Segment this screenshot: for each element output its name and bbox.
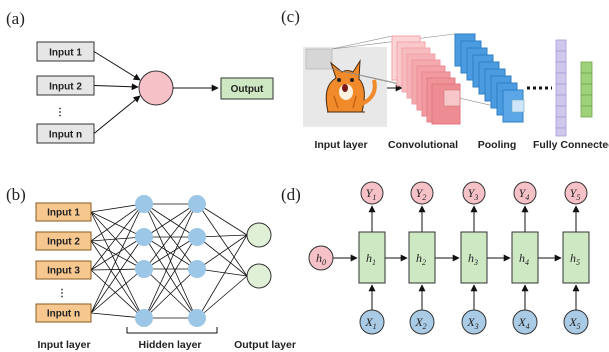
d-step-3: Y3 h3 X3	[460, 181, 488, 335]
a-input-label-n: Input n	[49, 130, 82, 141]
d-x1-node	[359, 309, 385, 335]
b-input-label-1: Input 1	[47, 208, 80, 219]
a-input-label-1: Input 1	[49, 48, 82, 59]
b-input-box-3	[35, 260, 92, 280]
b-input-label-3: Input 3	[47, 266, 80, 277]
d-step-1: Y1 h1 X1	[358, 181, 386, 335]
d-y2-label: Y2	[416, 186, 427, 202]
b-input-box-n	[35, 303, 92, 323]
c-pool-stack	[454, 33, 525, 123]
b-ellipsis: ⋮	[57, 288, 67, 299]
d-y4-node	[513, 181, 537, 205]
d-h5-cell	[562, 231, 590, 284]
a-output-label: Output	[231, 84, 264, 95]
d-h1-cell	[358, 231, 386, 284]
panel-d: (d) h0 Y1 h1 X1 Y2 h2	[281, 181, 590, 335]
c-fc-column-1	[555, 39, 567, 137]
b-hidden-bracket	[126, 327, 218, 334]
c-pool-label: Pooling	[478, 139, 517, 151]
d-x4-label: X4	[517, 315, 529, 331]
b-hidden2-node-3	[188, 260, 206, 278]
d-x5-label: X5	[568, 315, 580, 331]
d-x3-node	[461, 309, 487, 335]
b-input-box-1	[35, 202, 92, 222]
b-hidden1-node-4	[135, 309, 153, 327]
b-hidden1-node-1	[135, 195, 153, 213]
b-input-label-n: Input n	[47, 309, 80, 320]
d-x4-node	[512, 309, 538, 335]
b-input-label-2: Input 2	[47, 237, 80, 248]
b-hidden2-node-4	[188, 309, 206, 327]
d-h3-cell	[460, 231, 488, 284]
d-h0-label: h0	[316, 251, 326, 267]
b-hidden1-node-3	[135, 260, 153, 278]
panel-c: (c)	[281, 7, 609, 151]
a-edge-n	[93, 95, 141, 134]
panel-a-label: (a)	[6, 9, 25, 28]
d-h4-cell	[511, 231, 539, 284]
b-input-layer-label: Input layer	[37, 339, 90, 351]
a-input-label-2: Input 2	[49, 82, 82, 93]
d-y1-label: Y1	[366, 186, 377, 202]
panel-d-label: (d)	[281, 185, 301, 204]
b-edges-hidden2-output	[197, 203, 248, 319]
d-y3-node	[462, 181, 486, 205]
b-hidden2-node-1	[188, 195, 206, 213]
d-y3-label: Y3	[468, 186, 479, 202]
d-y5-node	[564, 181, 588, 205]
d-step-4: Y4 h4 X4	[511, 181, 539, 335]
d-step-2: Y2 h2 X2	[408, 181, 436, 335]
d-x1-label: X1	[364, 315, 376, 331]
d-x5-node	[563, 309, 589, 335]
a-edge-2	[93, 83, 139, 91]
d-y4-label: Y4	[519, 186, 530, 202]
b-output-node-2	[246, 263, 272, 289]
b-edges-input-hidden1	[90, 203, 144, 319]
c-conv-stack	[391, 35, 461, 125]
a-edge-1	[93, 51, 141, 81]
panel-b-label: (b)	[6, 185, 26, 204]
a-ellipsis: ⋮	[55, 107, 65, 118]
d-step-5: Y5 h5 X5	[562, 181, 590, 335]
b-output-node-1	[246, 222, 272, 248]
b-hidden1-node-2	[135, 228, 153, 246]
c-conv-label: Convolutional	[388, 139, 458, 151]
d-h2-label: h2	[416, 251, 426, 267]
panel-a: (a) Input 1 Input 2 ⋮ Input n Output	[6, 9, 274, 144]
c-input-layer-label: Input layer	[314, 139, 367, 151]
b-hidden2-node-2	[188, 228, 206, 246]
d-y5-label: Y5	[570, 186, 581, 202]
a-neuron	[138, 70, 174, 106]
d-x2-node	[409, 309, 435, 335]
b-edges-hidden1-hidden2	[144, 203, 197, 319]
d-y1-node	[360, 181, 384, 205]
d-h3-label: h3	[468, 251, 478, 267]
d-x3-label: X3	[466, 315, 478, 331]
d-h2-cell	[408, 231, 436, 284]
d-y2-node	[410, 181, 434, 205]
b-output-layer-label: Output layer	[234, 339, 296, 351]
panel-c-label: (c)	[281, 7, 300, 26]
b-input-box-2	[35, 231, 92, 251]
b-hidden-layer-label: Hidden layer	[138, 339, 201, 351]
panel-b: (b) Input 1 Input 2 Input 3 ⋮	[6, 185, 296, 351]
c-fc-label: Fully Connected	[533, 139, 609, 151]
c-receptive-field	[305, 48, 333, 70]
d-h1-label: h1	[366, 251, 376, 267]
d-h5-label: h5	[570, 251, 580, 267]
a-output-box	[220, 77, 274, 100]
c-fc-column-2	[580, 61, 593, 118]
d-h4-label: h4	[519, 251, 529, 267]
d-x2-label: X2	[414, 315, 426, 331]
